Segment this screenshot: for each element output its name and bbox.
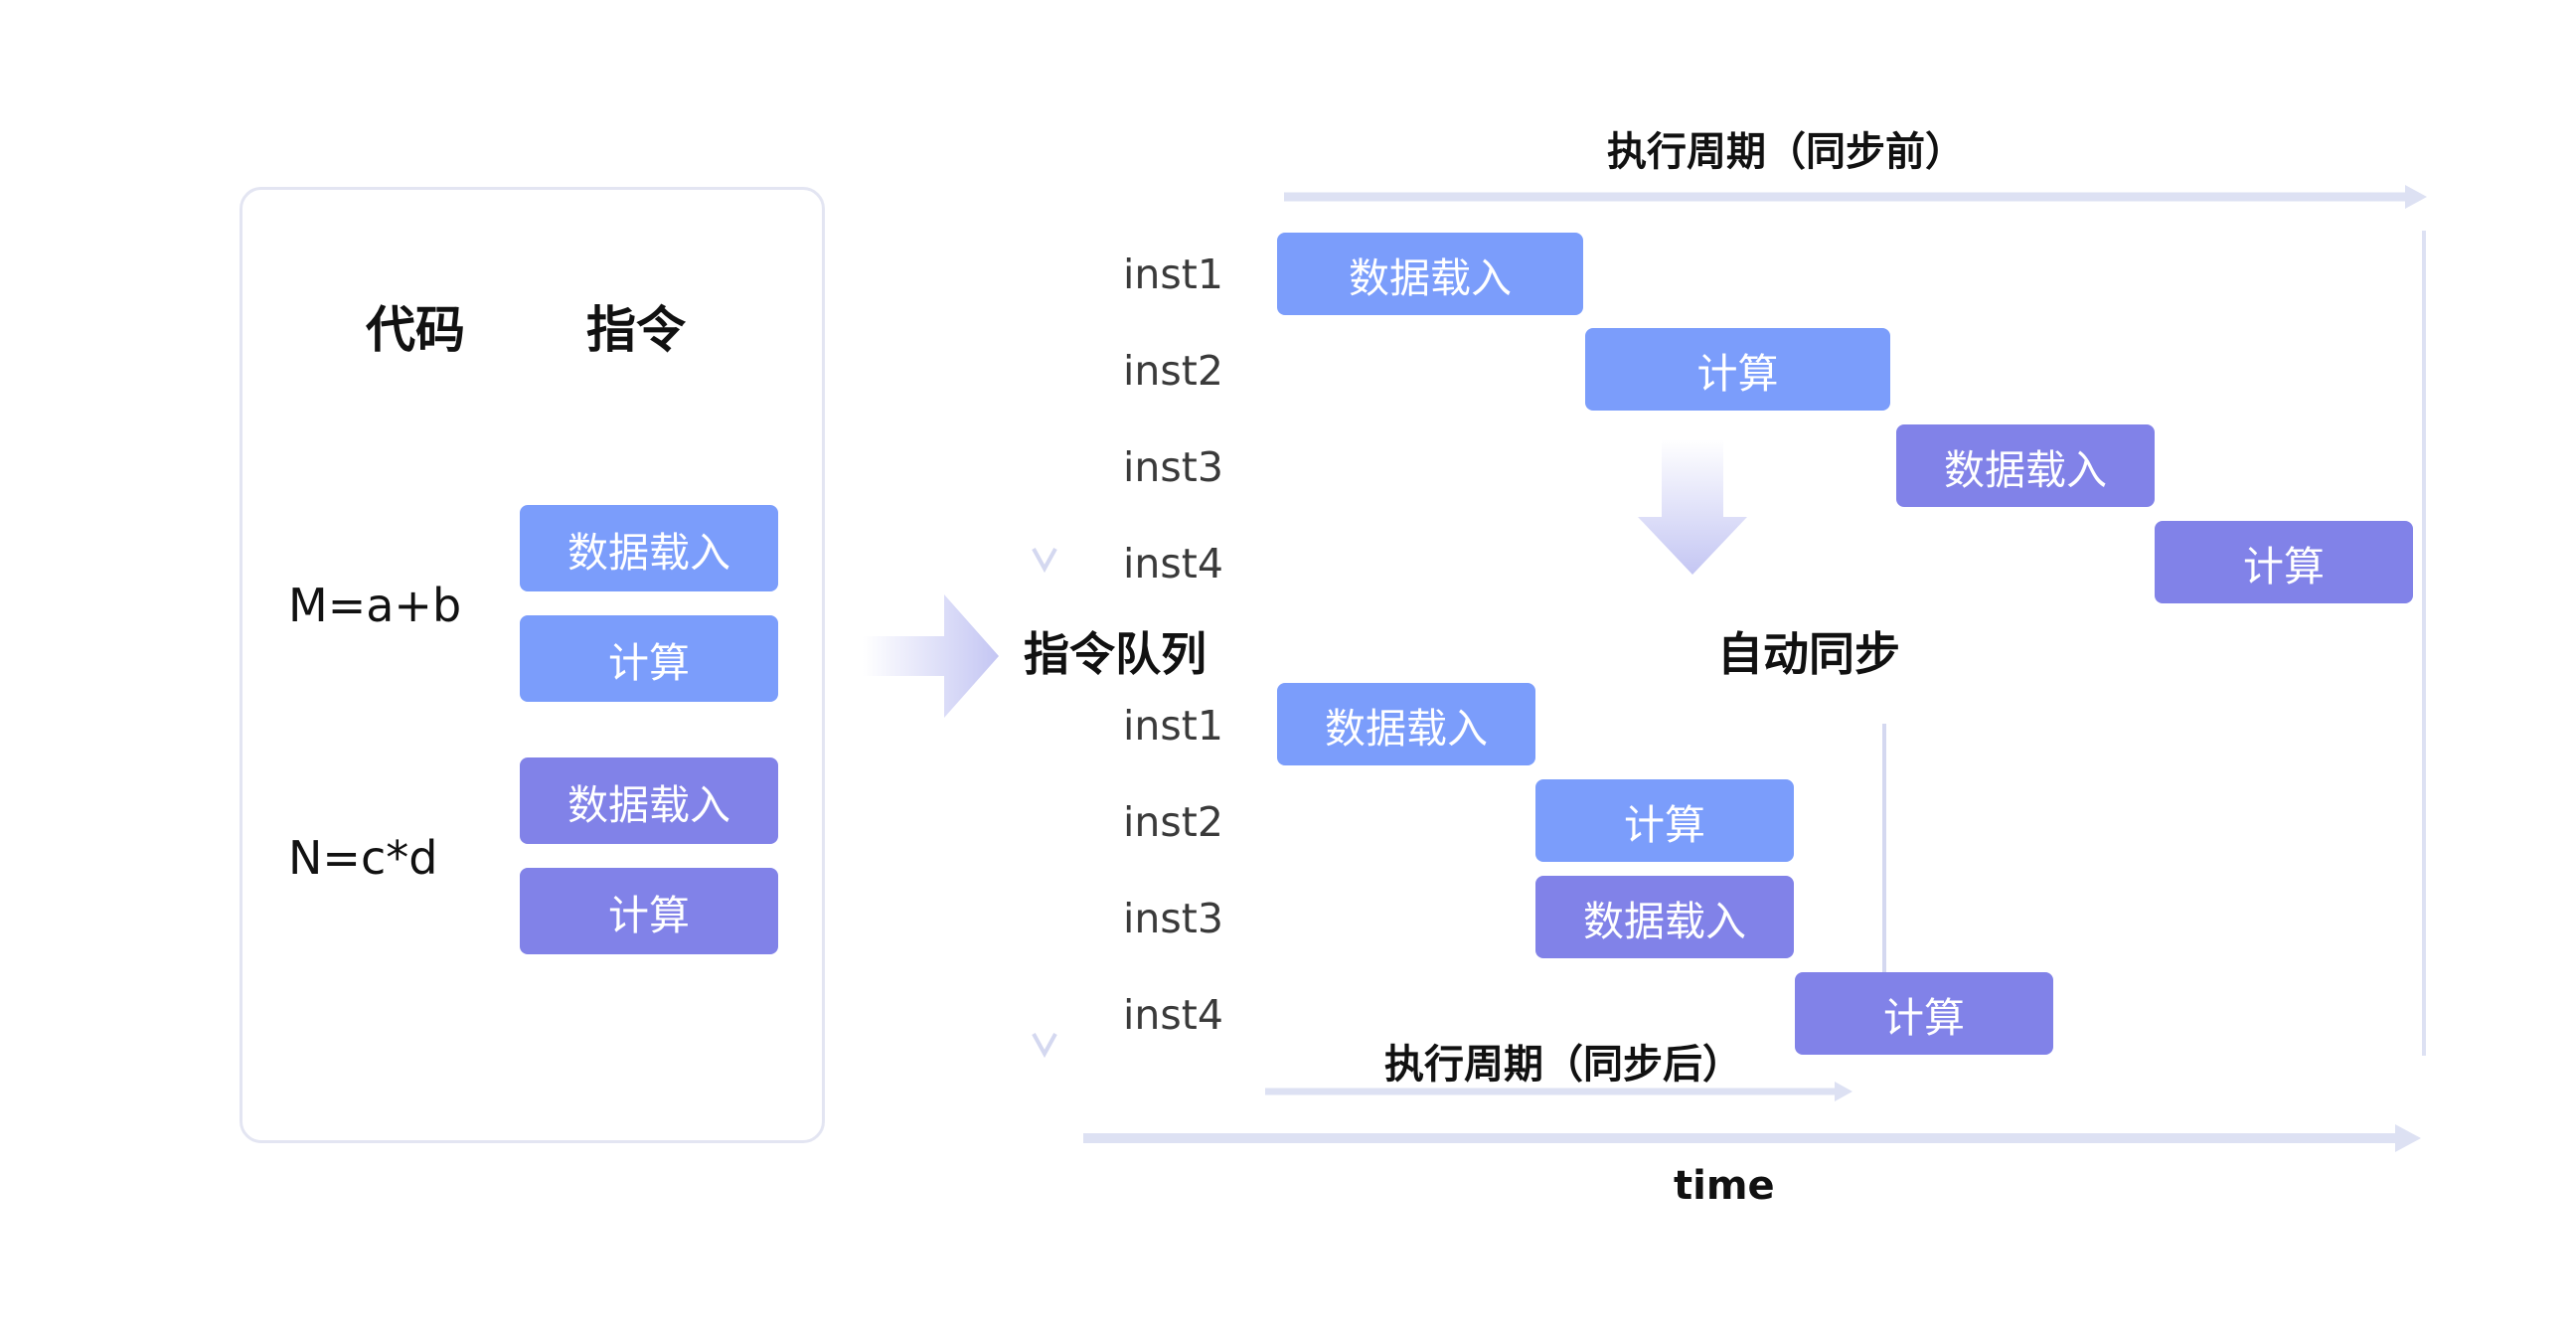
inst-label-after-4: inst4 [1123,991,1223,1039]
code-line-1: M=a+b [288,579,462,632]
after-block-compute-2: 计算 [1795,972,2053,1055]
inst-label-after-1: inst1 [1123,702,1223,750]
instruction-block-load-1: 数据载入 [520,505,778,591]
inst-label-after-3: inst3 [1123,895,1223,942]
inst-label-before-3: inst3 [1123,443,1223,491]
before-block-compute-1: 计算 [1585,328,1890,411]
header-instruction: 指令 [586,301,686,359]
inst-label-before-1: inst1 [1123,251,1223,298]
period-before-label: 执行周期（同步前） [1607,129,1965,175]
inst-label-before-2: inst2 [1123,347,1223,395]
queue-label: 指令队列 [1024,627,1207,681]
code-line-2: N=c*d [288,831,438,885]
sync-label: 自动同步 [1717,627,1900,681]
time-axis-label: time [1674,1163,1775,1209]
instruction-block-compute-1: 计算 [520,615,778,702]
after-block-load-1: 数据载入 [1277,683,1535,765]
flow-arrow-right [863,594,999,718]
inst-label-after-2: inst2 [1123,798,1223,846]
before-block-load-1: 数据载入 [1277,233,1583,315]
period-after-label: 执行周期（同步后） [1384,1042,1742,1088]
after-block-compute-1: 计算 [1535,779,1794,862]
after-block-load-2: 数据载入 [1535,876,1794,958]
instruction-block-load-2: 数据载入 [520,757,778,844]
instruction-block-compute-2: 计算 [520,868,778,954]
inst-label-before-4: inst4 [1123,540,1223,587]
before-block-compute-2: 计算 [2155,521,2413,603]
header-code: 代码 [366,301,465,359]
before-block-load-2: 数据载入 [1896,424,2155,507]
